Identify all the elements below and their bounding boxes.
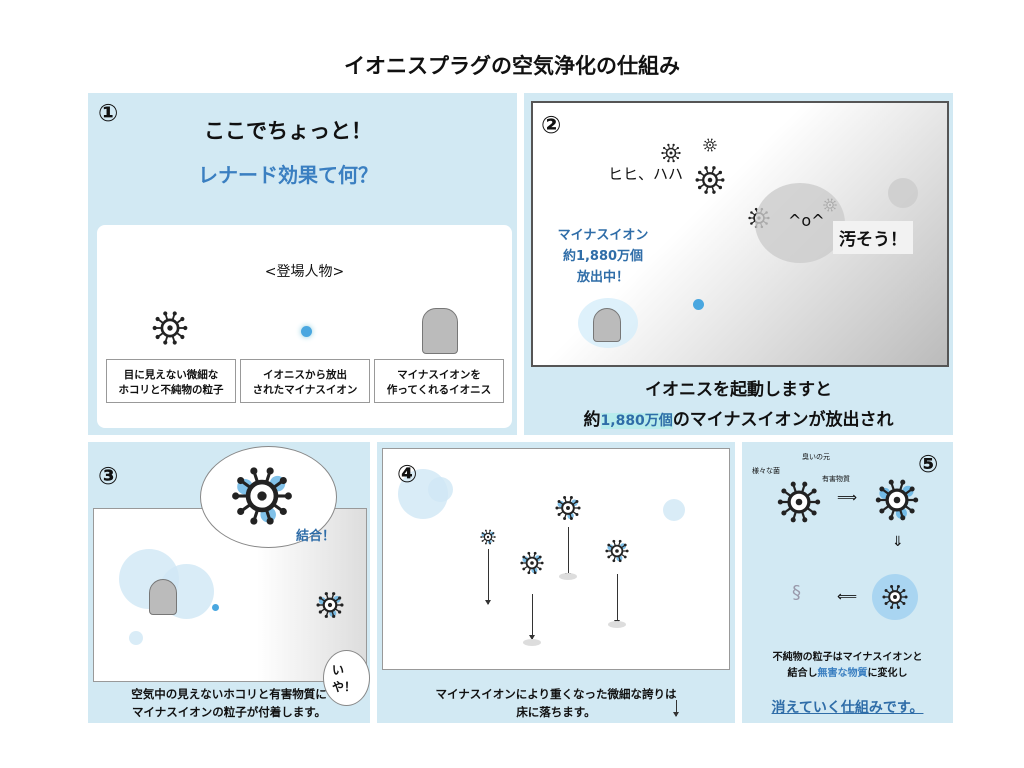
step-number: ② <box>541 111 562 139</box>
label-germs: 様々な菌 <box>752 467 780 475</box>
character-box-ionis: マイナスイオンを作ってくれるイオニス <box>374 359 504 403</box>
box-text: 目に見えない微細な <box>123 369 219 381</box>
sneeze-text: ヒヒ、ハハ <box>608 165 684 183</box>
dirty-text: 汚そう！ <box>833 221 913 254</box>
minus-ion-icon <box>212 604 219 611</box>
panel-caption: イオニスを起動しますと 約1,880万個のマイナスイオンが放出され <box>524 375 953 436</box>
ion-cloud <box>663 499 685 521</box>
box-text: ホコリと不純物の粒子 <box>118 384 224 396</box>
ionis-device-icon <box>593 308 621 342</box>
panel-caption: 空気中の見えないホコリと有害物質に マイナスイオンの粒子が付着します。 <box>88 685 370 721</box>
falling-dust-icon <box>520 551 544 575</box>
caption-line: 結合し無害な物質に変化し <box>742 666 953 682</box>
caption-text: に変化し <box>867 668 908 679</box>
panel-5: ⑤ 臭いの元 様々な菌 有害物質 ⟹ ⇓ ⟸ § 不純物の粒子はマイナスイオンと… <box>742 442 953 723</box>
ion-line: マイナスイオン <box>557 228 649 243</box>
panel-caption: マイナスイオンにより重くなった微細な誇りは 床に落ちます。 <box>377 685 735 721</box>
caption-line: イオニスを起動しますと <box>645 380 832 400</box>
panel-caption: 不純物の粒子はマイナスイオンと 結合し無害な物質に変化し <box>742 650 953 682</box>
page-title: イオニスプラグの空気浄化の仕組み <box>344 54 680 78</box>
caption-line: マイナスイオンの粒子が付着します。 <box>131 705 327 719</box>
falling-dust-icon <box>555 495 581 521</box>
dust-with-ions-icon <box>231 465 293 527</box>
step-number: ④ <box>397 460 418 488</box>
dust-cloud <box>755 183 845 263</box>
caption-line: 不純物の粒子はマイナスイオンと <box>772 652 923 663</box>
floor-shadow <box>523 639 541 646</box>
caption-line: 床に落ちます。 <box>516 705 596 719</box>
dust-with-ions-icon <box>316 591 344 619</box>
bond-text: 結合！ <box>296 529 336 544</box>
caption-highlight: 無害な物質 <box>817 668 868 679</box>
ion-cloud <box>129 631 143 645</box>
caption-text: 結合し <box>787 668 818 679</box>
characters-card: <登場人物> 目に見えない微細なホコリと不純物の粒子 イオニスから放出されたマイ… <box>97 225 512 428</box>
caption-text: 約 <box>583 410 601 430</box>
speech-bubble: 結合！ <box>200 446 337 548</box>
ion-release-label: マイナスイオン 約1,880万個 放出中！ <box>548 225 658 288</box>
dust-particle-icon <box>661 143 681 163</box>
dust-with-ions-icon <box>875 478 919 522</box>
ion-line: 約1,880万個 <box>562 249 644 264</box>
caption-highlight: 1,880万個 <box>600 413 673 429</box>
box-text: マイナスイオンを <box>397 369 481 381</box>
panel-subheading: レナード効果て何？ <box>198 163 378 187</box>
dust-cloud <box>888 178 918 208</box>
caption-text: のマイナスイオンが放出され <box>672 410 894 430</box>
step-number: ③ <box>98 462 119 490</box>
minus-ion-icon <box>301 326 312 337</box>
floor-shadow <box>608 621 626 628</box>
falling-dust-icon <box>480 529 496 545</box>
dust-particle-icon <box>152 310 188 346</box>
box-text: されたマイナスイオン <box>252 384 358 396</box>
neutralized-particle-icon <box>882 584 908 610</box>
fall-arrow <box>614 574 620 625</box>
down-arrow-icon: ⇓ <box>892 534 904 550</box>
ionis-device-icon <box>149 579 177 615</box>
dust-particle-icon <box>703 137 717 152</box>
characters-title: <登場人物> <box>264 264 345 280</box>
minus-ion-icon <box>693 299 704 310</box>
box-text: イオニスから放出 <box>263 369 347 381</box>
fall-arrow <box>485 549 491 605</box>
ionis-device-icon <box>422 308 458 354</box>
dust-face: ^o^ <box>788 211 825 230</box>
conclusion-text: 消えていく仕組みです。 <box>771 700 924 716</box>
down-arrow <box>673 700 679 717</box>
step-number: ⑤ <box>918 450 939 478</box>
step-number: ① <box>98 99 119 127</box>
fall-arrow <box>529 594 535 640</box>
character-box-dust: 目に見えない微細なホコリと不純物の粒子 <box>106 359 236 403</box>
no-bubble: いや！ <box>323 650 370 706</box>
panel-2: ② ヒヒ、ハハ ^o^ 汚そう！ マイナスイオン 約1,880万個 放出中！ イ… <box>524 93 953 435</box>
dust-particle-icon <box>695 165 725 195</box>
panel-4: ④ マイナスイオンにより重くなった微細な誇りは 床に落ちます。 <box>377 442 735 723</box>
right-arrow-icon: ⟹ <box>837 490 858 506</box>
fall-arrow <box>565 527 571 578</box>
panel-1: ① ここでちょっと！ レナード効果て何？ <登場人物> 目に見えない微細なホコリ… <box>88 93 517 435</box>
vanishing-smoke-icon: § <box>792 582 801 603</box>
caption-line: マイナスイオンにより重くなった微細な誇りは <box>435 687 677 701</box>
caption-line: 約1,880万個のマイナスイオンが放出され <box>524 405 953 436</box>
label-smell: 臭いの元 <box>802 453 830 461</box>
falling-dust-icon <box>605 539 629 563</box>
scene-frame <box>382 448 730 670</box>
label-harmful: 有害物質 <box>822 475 850 483</box>
dust-particle-icon <box>777 480 821 524</box>
left-arrow-icon: ⟸ <box>837 589 858 605</box>
floor-shadow <box>559 573 577 580</box>
panel-3: ③ 結合！ いや！ 空気中の見えないホコリと有害物質に マイナスイオンの粒子が付… <box>88 442 370 723</box>
box-text: 作ってくれるイオニス <box>386 384 492 396</box>
panel-heading: ここでちょっと！ <box>204 119 372 143</box>
scene-frame: ② ヒヒ、ハハ ^o^ 汚そう！ マイナスイオン 約1,880万個 放出中！ <box>531 101 949 367</box>
ion-line: 放出中！ <box>576 270 629 285</box>
ion-cloud <box>428 477 453 502</box>
caption-line: 空気中の見えないホコリと有害物質に <box>131 687 327 701</box>
character-box-ion: イオニスから放出されたマイナスイオン <box>240 359 370 403</box>
